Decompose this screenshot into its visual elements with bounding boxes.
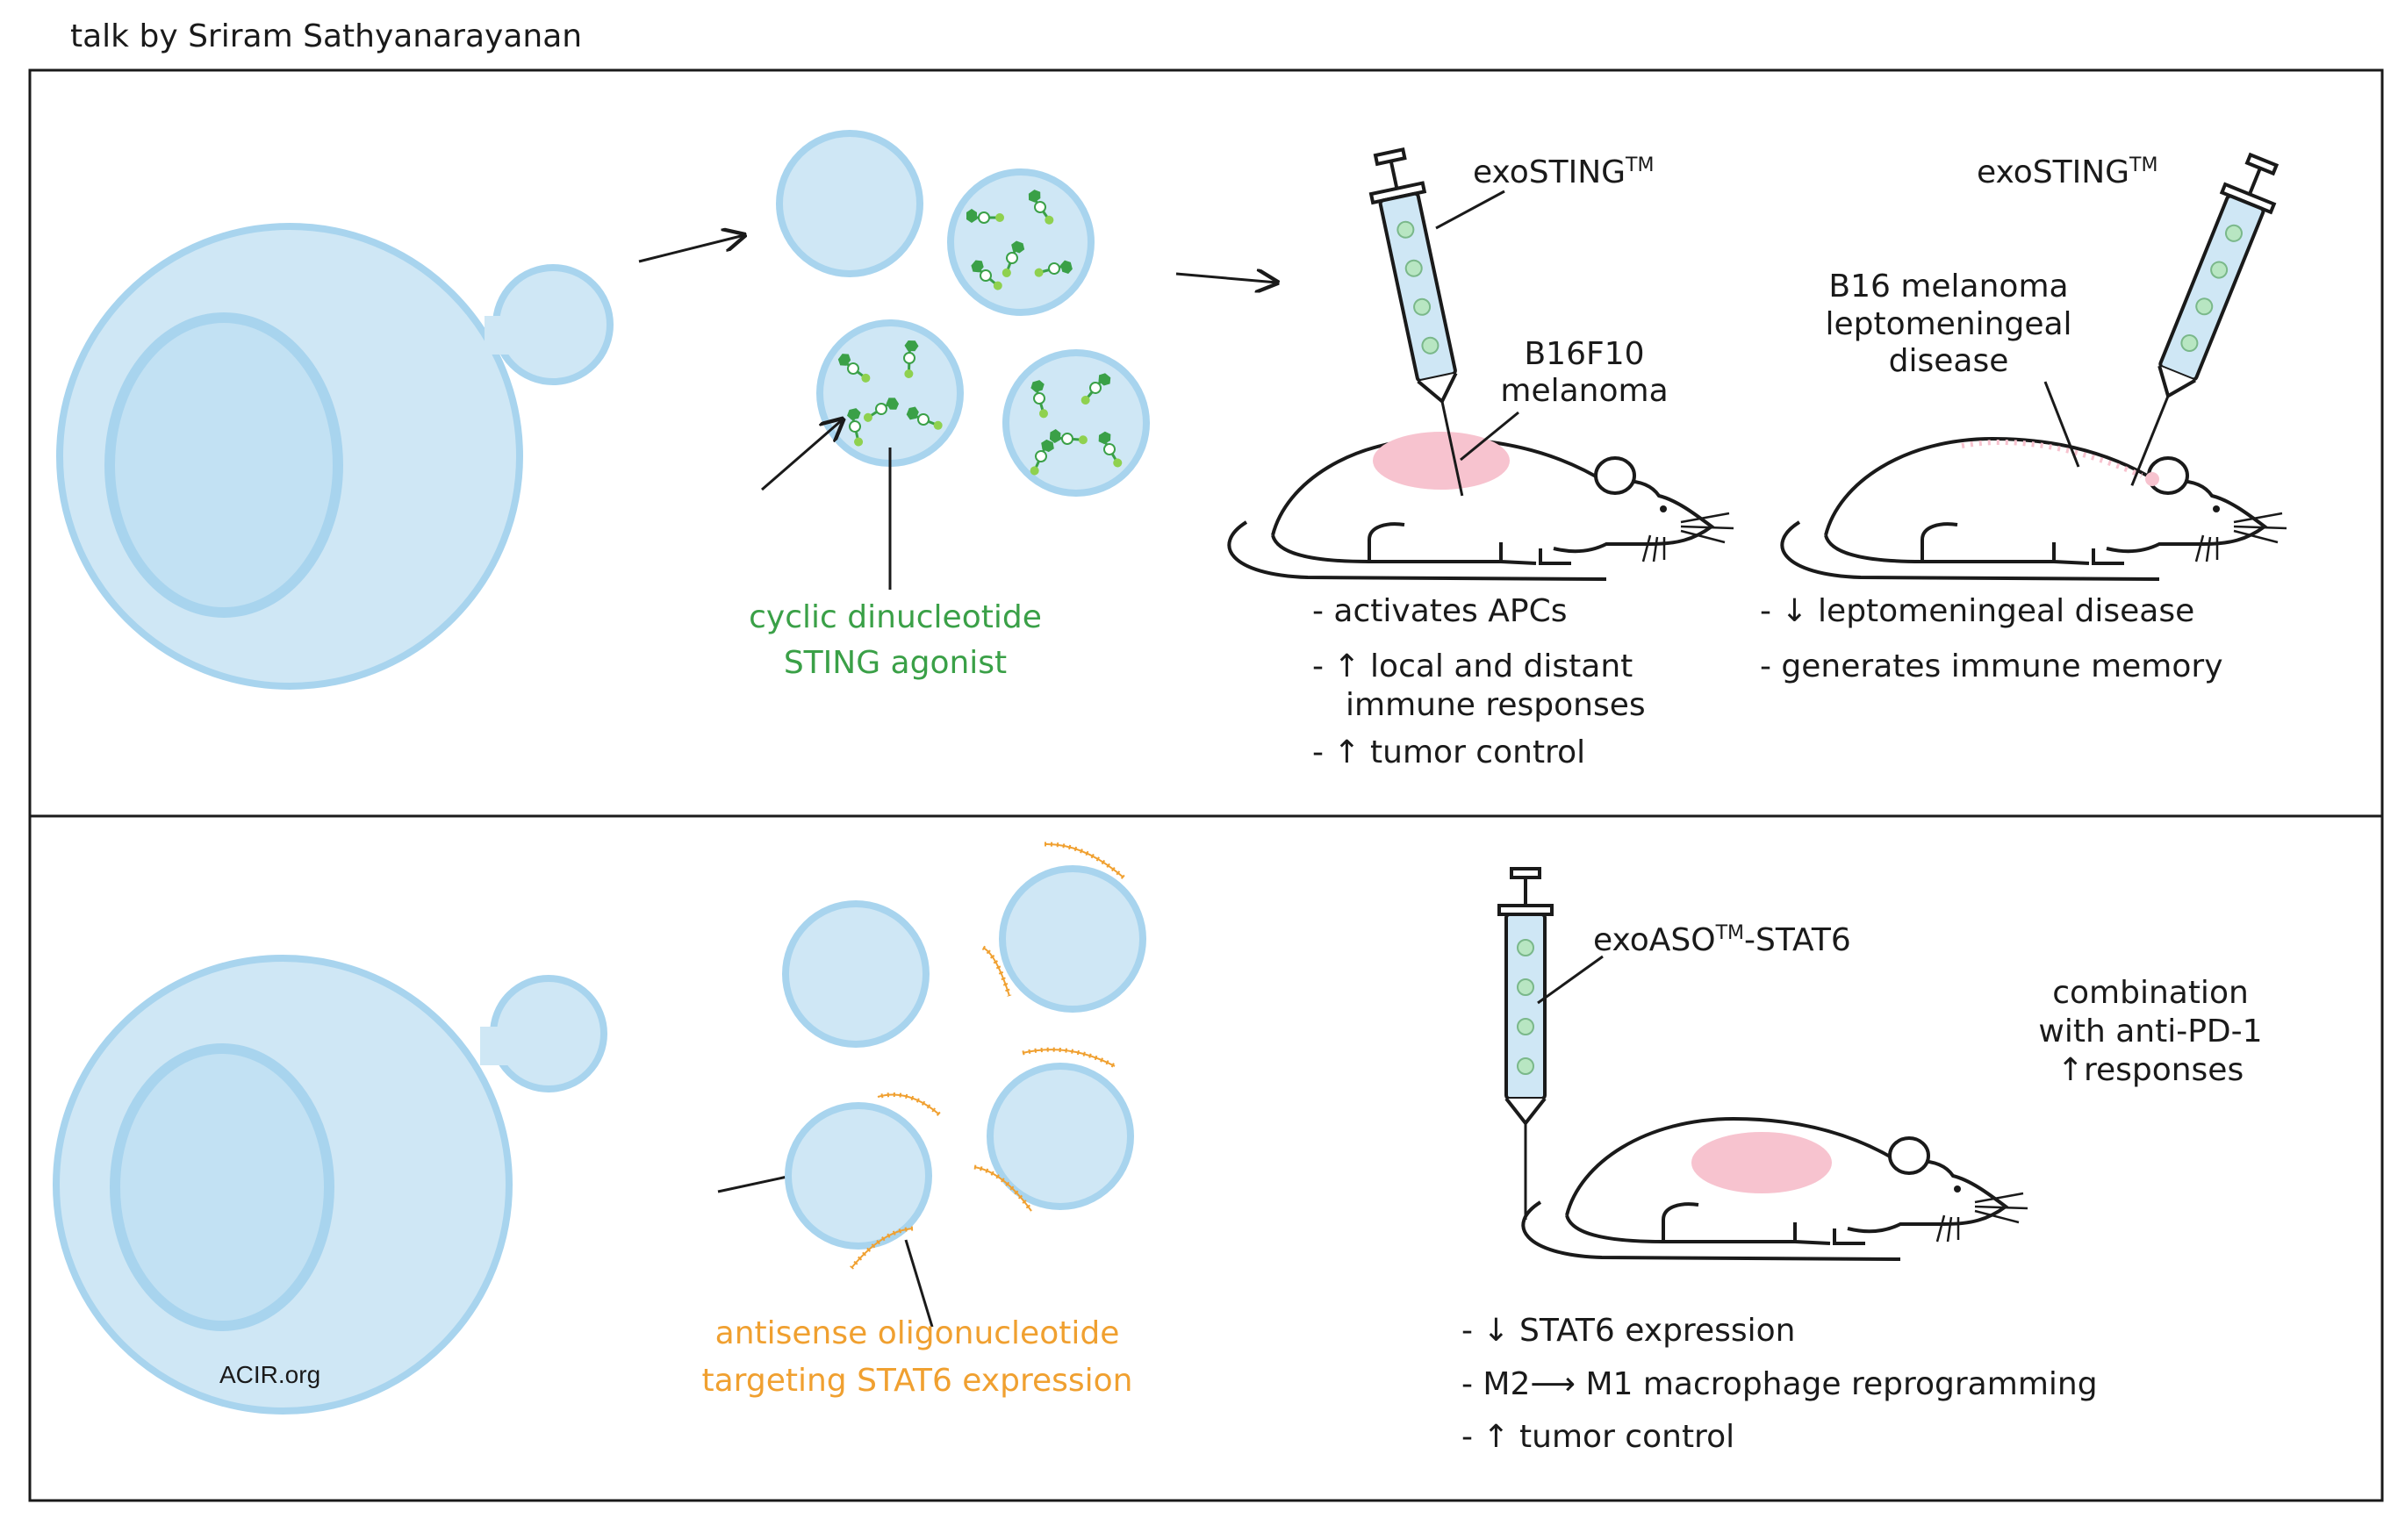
exosome-loaded-2 xyxy=(816,319,964,467)
combo-text-2: with anti-PD-1 xyxy=(2038,1014,2263,1049)
cdn-molecule xyxy=(847,408,864,447)
tumor-label-b16f10-1: B16F10 xyxy=(1524,336,1645,372)
sting-agonist-molecules xyxy=(837,190,1123,476)
mouse-b16f10 xyxy=(1227,432,1735,581)
cdn-molecule xyxy=(863,398,900,422)
cdn-molecule xyxy=(1030,439,1054,476)
effect-top2-2: - generates immune memory xyxy=(1760,648,2223,684)
exosome-empty-bottom xyxy=(782,900,930,1048)
tumor-label-lepto-2: leptomeningeal xyxy=(1825,306,2072,342)
cdn-molecule xyxy=(1030,380,1048,419)
tumor-label-lepto-1: B16 melanoma xyxy=(1828,269,2069,304)
acir-watermark: ACIR.org xyxy=(219,1361,321,1388)
aso-strands xyxy=(850,842,1125,1270)
effect-top1-4: - ↑ tumor control xyxy=(1312,734,1586,770)
combo-text-1: combination xyxy=(2052,975,2249,1011)
exosome-empty xyxy=(776,130,923,277)
exosome-aso-2 xyxy=(785,1102,932,1250)
payload-label-top-1: cyclic dinucleotide xyxy=(749,599,1042,635)
effect-top1-2: - ↑ local and distant xyxy=(1312,648,1633,684)
syringe-exoaso xyxy=(1497,867,1554,1221)
mouse-stat6 xyxy=(1521,1117,2029,1261)
arrow-release-top xyxy=(638,235,744,263)
exosome-loaded-1 xyxy=(947,168,1095,316)
bottom-panel-frame xyxy=(28,814,2384,1502)
drug-label-exoaso: exoASOTM-STAT6 xyxy=(1593,922,1851,958)
effect-bottom-3: - ↑ tumor control xyxy=(1461,1419,1735,1455)
leader-tumor1 xyxy=(1460,411,1519,462)
leader-drug1 xyxy=(1435,190,1505,230)
payload-label-bottom-1: antisense oligonucleotide xyxy=(714,1315,1120,1351)
drug-label-exosting-1: exoSTINGTM xyxy=(1473,154,1655,190)
exosome-aso-1 xyxy=(999,865,1146,1013)
producer-cell-top xyxy=(56,223,614,690)
cdn-molecule xyxy=(1049,429,1088,445)
exosome-loaded-3 xyxy=(1002,349,1150,497)
effect-top1-3: immune responses xyxy=(1346,687,1646,723)
drug-label-exosting-2: exoSTINGTM xyxy=(1977,154,2158,190)
tumor-label-b16f10-2: melanoma xyxy=(1500,373,1669,409)
effect-top2-1: - ↓ leptomeningeal disease xyxy=(1760,593,2195,629)
leader-payload-bottom xyxy=(904,1239,934,1328)
cdn-molecule xyxy=(966,209,1004,224)
effect-top1-1: - activates APCs xyxy=(1312,593,1568,629)
arrow-loading-top xyxy=(761,419,843,491)
cdn-molecule xyxy=(906,406,943,430)
credit-text: talk by Sriram Sathyanarayanan xyxy=(70,18,583,54)
cdn-molecule xyxy=(971,260,1002,290)
cdn-molecule xyxy=(903,340,919,378)
combo-text-3: ↑responses xyxy=(2057,1052,2244,1088)
syringe-exosting-2 xyxy=(2106,148,2290,498)
cdn-molecule xyxy=(1098,431,1123,468)
mouse-leptomeningeal xyxy=(1780,437,2288,581)
tumor-label-lepto-3: disease xyxy=(1888,343,2009,379)
tumor-stat6 xyxy=(1691,1132,1832,1193)
cdn-molecule xyxy=(1081,373,1111,405)
exosome-aso-3 xyxy=(987,1063,1134,1210)
cdn-molecule xyxy=(1002,240,1025,277)
cell-nucleus-top xyxy=(104,312,343,618)
cdn-molecule xyxy=(1028,190,1054,225)
leader-drug3 xyxy=(1537,955,1604,1005)
cdn-molecule xyxy=(837,354,871,383)
effect-bottom-1: - ↓ STAT6 expression xyxy=(1461,1313,1796,1349)
payload-label-top-2: STING agonist xyxy=(783,645,1008,681)
arrow-inject-top xyxy=(1175,274,1277,283)
tumor-b16f10 xyxy=(1373,432,1510,490)
cdn-molecule xyxy=(1034,260,1073,277)
producer-cell-bottom xyxy=(53,955,607,1415)
cell-nucleus-bottom xyxy=(110,1043,334,1331)
payload-label-bottom-2: targeting STAT6 expression xyxy=(701,1363,1133,1399)
leader-tumor2 xyxy=(2043,381,2080,468)
effect-bottom-2: - M2⟶ M1 macrophage reprogramming xyxy=(1461,1366,2098,1402)
